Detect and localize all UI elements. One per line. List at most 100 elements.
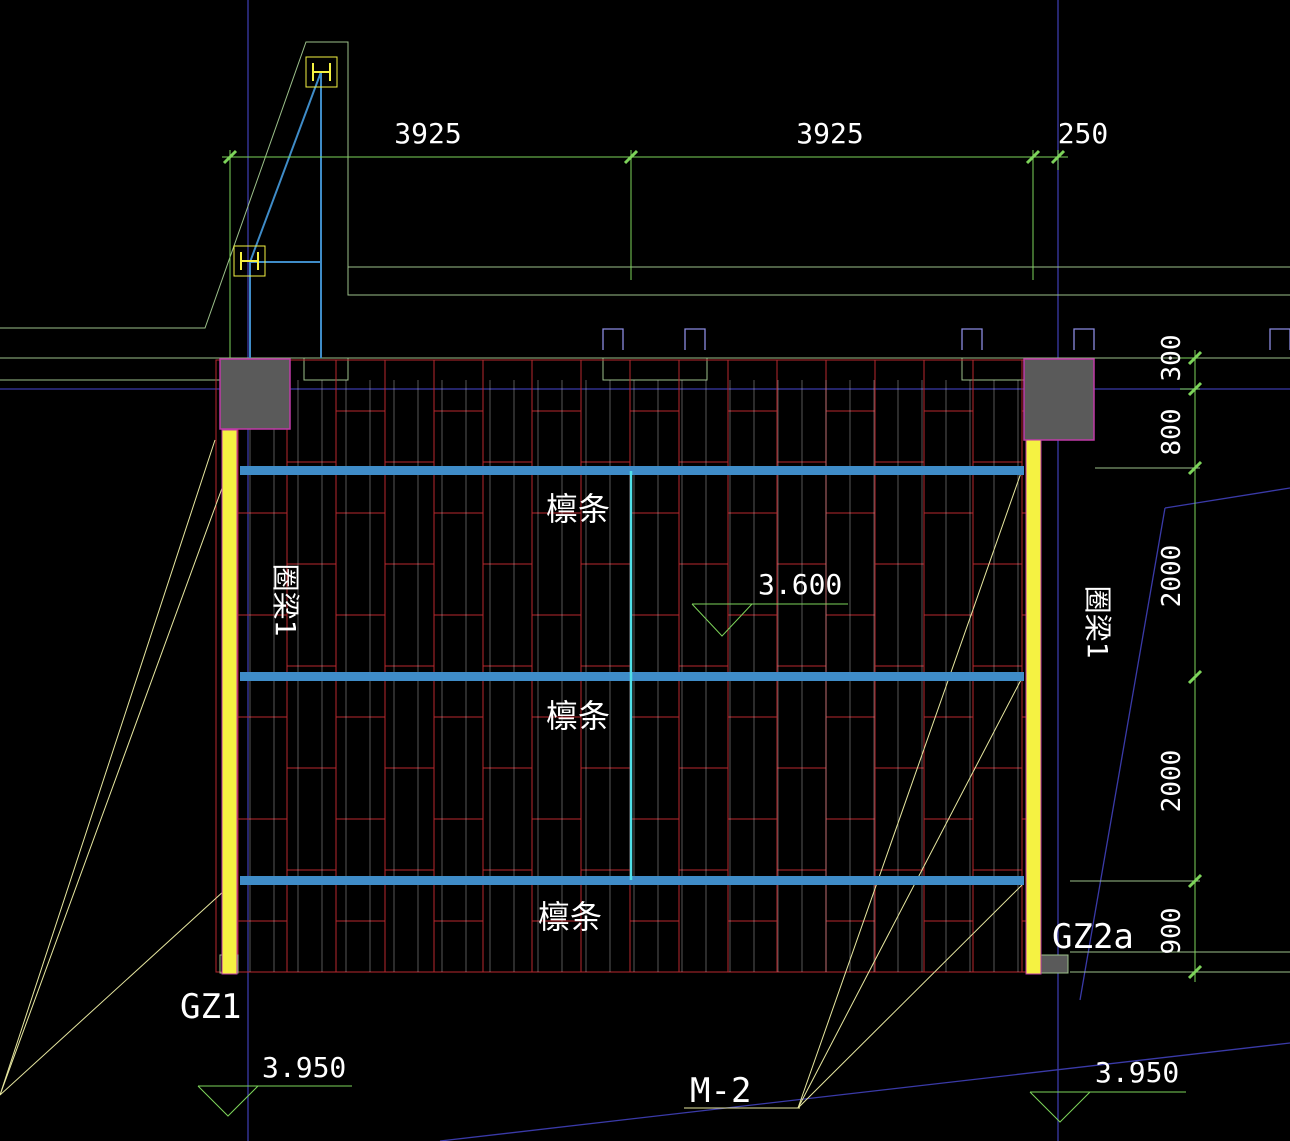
dimension-lines — [222, 150, 1200, 982]
tile-outline — [825, 920, 876, 972]
tile-outline — [972, 461, 1023, 513]
tile-outline — [335, 512, 386, 564]
dim-top-3: 250 — [1058, 117, 1109, 150]
wall-notches — [602, 328, 1290, 350]
tile-outline — [482, 665, 533, 717]
tile-outline — [825, 410, 876, 462]
tile-outline — [972, 563, 1023, 615]
tile-outline — [874, 767, 925, 819]
tile-outline — [384, 563, 435, 615]
tile-outline — [727, 410, 778, 462]
tile-outline — [629, 614, 680, 666]
tile-outline — [384, 461, 435, 513]
wall-notch — [684, 328, 706, 350]
tile-outline — [286, 869, 337, 921]
purlin-3 — [240, 876, 1024, 885]
elevation-triangle-icon — [197, 1085, 352, 1117]
steel-bracing — [249, 71, 322, 358]
tile-outline — [433, 512, 484, 564]
tile-outline — [972, 359, 1023, 411]
tile-outline — [482, 563, 533, 615]
tile-outline — [580, 359, 631, 411]
tile-outline — [433, 920, 484, 972]
tile-outline — [1021, 512, 1027, 564]
tile-outline — [286, 665, 337, 717]
tile-outline — [482, 869, 533, 921]
dim-top-1: 3925 — [394, 117, 461, 150]
tile-outline — [923, 716, 974, 768]
tile-outline — [923, 512, 974, 564]
tile-outline — [825, 614, 876, 666]
dim-top-2: 3925 — [796, 117, 863, 150]
tile-outline — [531, 818, 582, 870]
tile-outline — [972, 767, 1023, 819]
elevation-triangle-icon — [1029, 1091, 1186, 1123]
leader-lines — [0, 439, 1023, 1109]
tile-outline — [286, 461, 337, 513]
tile-outline — [629, 818, 680, 870]
wall-notch — [961, 328, 983, 350]
tile-outline — [825, 818, 876, 870]
dim-right-1: 300 — [1157, 335, 1187, 382]
tile-outline — [825, 716, 876, 768]
dimension-ticks — [222, 149, 1203, 980]
tile-outline — [482, 461, 533, 513]
tile-outline — [237, 818, 288, 870]
tile-outline — [237, 920, 288, 972]
tile-outline — [384, 665, 435, 717]
tile-outline — [727, 716, 778, 768]
tile-outline — [237, 512, 288, 564]
dim-right-3: 2000 — [1157, 545, 1187, 608]
tile-outline — [433, 410, 484, 462]
tile-outline — [580, 869, 631, 921]
column-base-right — [1039, 954, 1069, 974]
tile-outline — [923, 920, 974, 972]
purlin-label-1: 檩条 — [546, 490, 610, 528]
tile-outline — [433, 614, 484, 666]
tile-outline — [825, 512, 876, 564]
tile-outline — [972, 869, 1023, 921]
tile-outline — [384, 869, 435, 921]
tile-outline — [335, 818, 386, 870]
tile-outline — [629, 512, 680, 564]
ring-beam-label-right: 圈梁1 — [1081, 586, 1114, 659]
elevation-right: 3.950 — [1095, 1056, 1179, 1089]
tile-outline — [237, 716, 288, 768]
dim-right-5: 900 — [1157, 908, 1187, 955]
tile-outline — [629, 410, 680, 462]
tile-outline — [531, 920, 582, 972]
tile-outline — [531, 716, 582, 768]
purlin-1 — [240, 466, 1024, 475]
tile-outline — [1021, 716, 1027, 768]
column-label-right: GZ2a — [1052, 917, 1134, 957]
tile-outline — [433, 818, 484, 870]
tile-outline — [335, 716, 386, 768]
purlin-label-2: 檩条 — [546, 697, 610, 735]
tile-outline — [678, 359, 729, 411]
tile-outline — [923, 410, 974, 462]
tile-outline — [286, 359, 337, 411]
tile-outline — [482, 359, 533, 411]
tile-outline — [335, 920, 386, 972]
elevation-triangle-icon — [691, 603, 848, 637]
tile-outline — [678, 563, 729, 615]
tile-outline — [433, 716, 484, 768]
tile-outline — [923, 614, 974, 666]
tile-outline — [286, 767, 337, 819]
door-label: M-2 — [690, 1071, 751, 1111]
tile-outline — [678, 665, 729, 717]
wall-notch — [1073, 328, 1095, 350]
tile-outline — [874, 461, 925, 513]
dim-right-2: 800 — [1157, 409, 1187, 456]
ring-beam-label-left: 圈梁1 — [269, 564, 302, 637]
tile-outline — [384, 359, 435, 411]
tile-outline — [629, 920, 680, 972]
tile-outline — [874, 665, 925, 717]
purlin-label-3: 檩条 — [538, 898, 602, 936]
column-cap-left — [219, 358, 291, 430]
tile-outline — [531, 614, 582, 666]
tile-outline — [874, 359, 925, 411]
tile-outline — [531, 410, 582, 462]
tile-outline — [972, 665, 1023, 717]
wall-notch — [1269, 328, 1290, 350]
